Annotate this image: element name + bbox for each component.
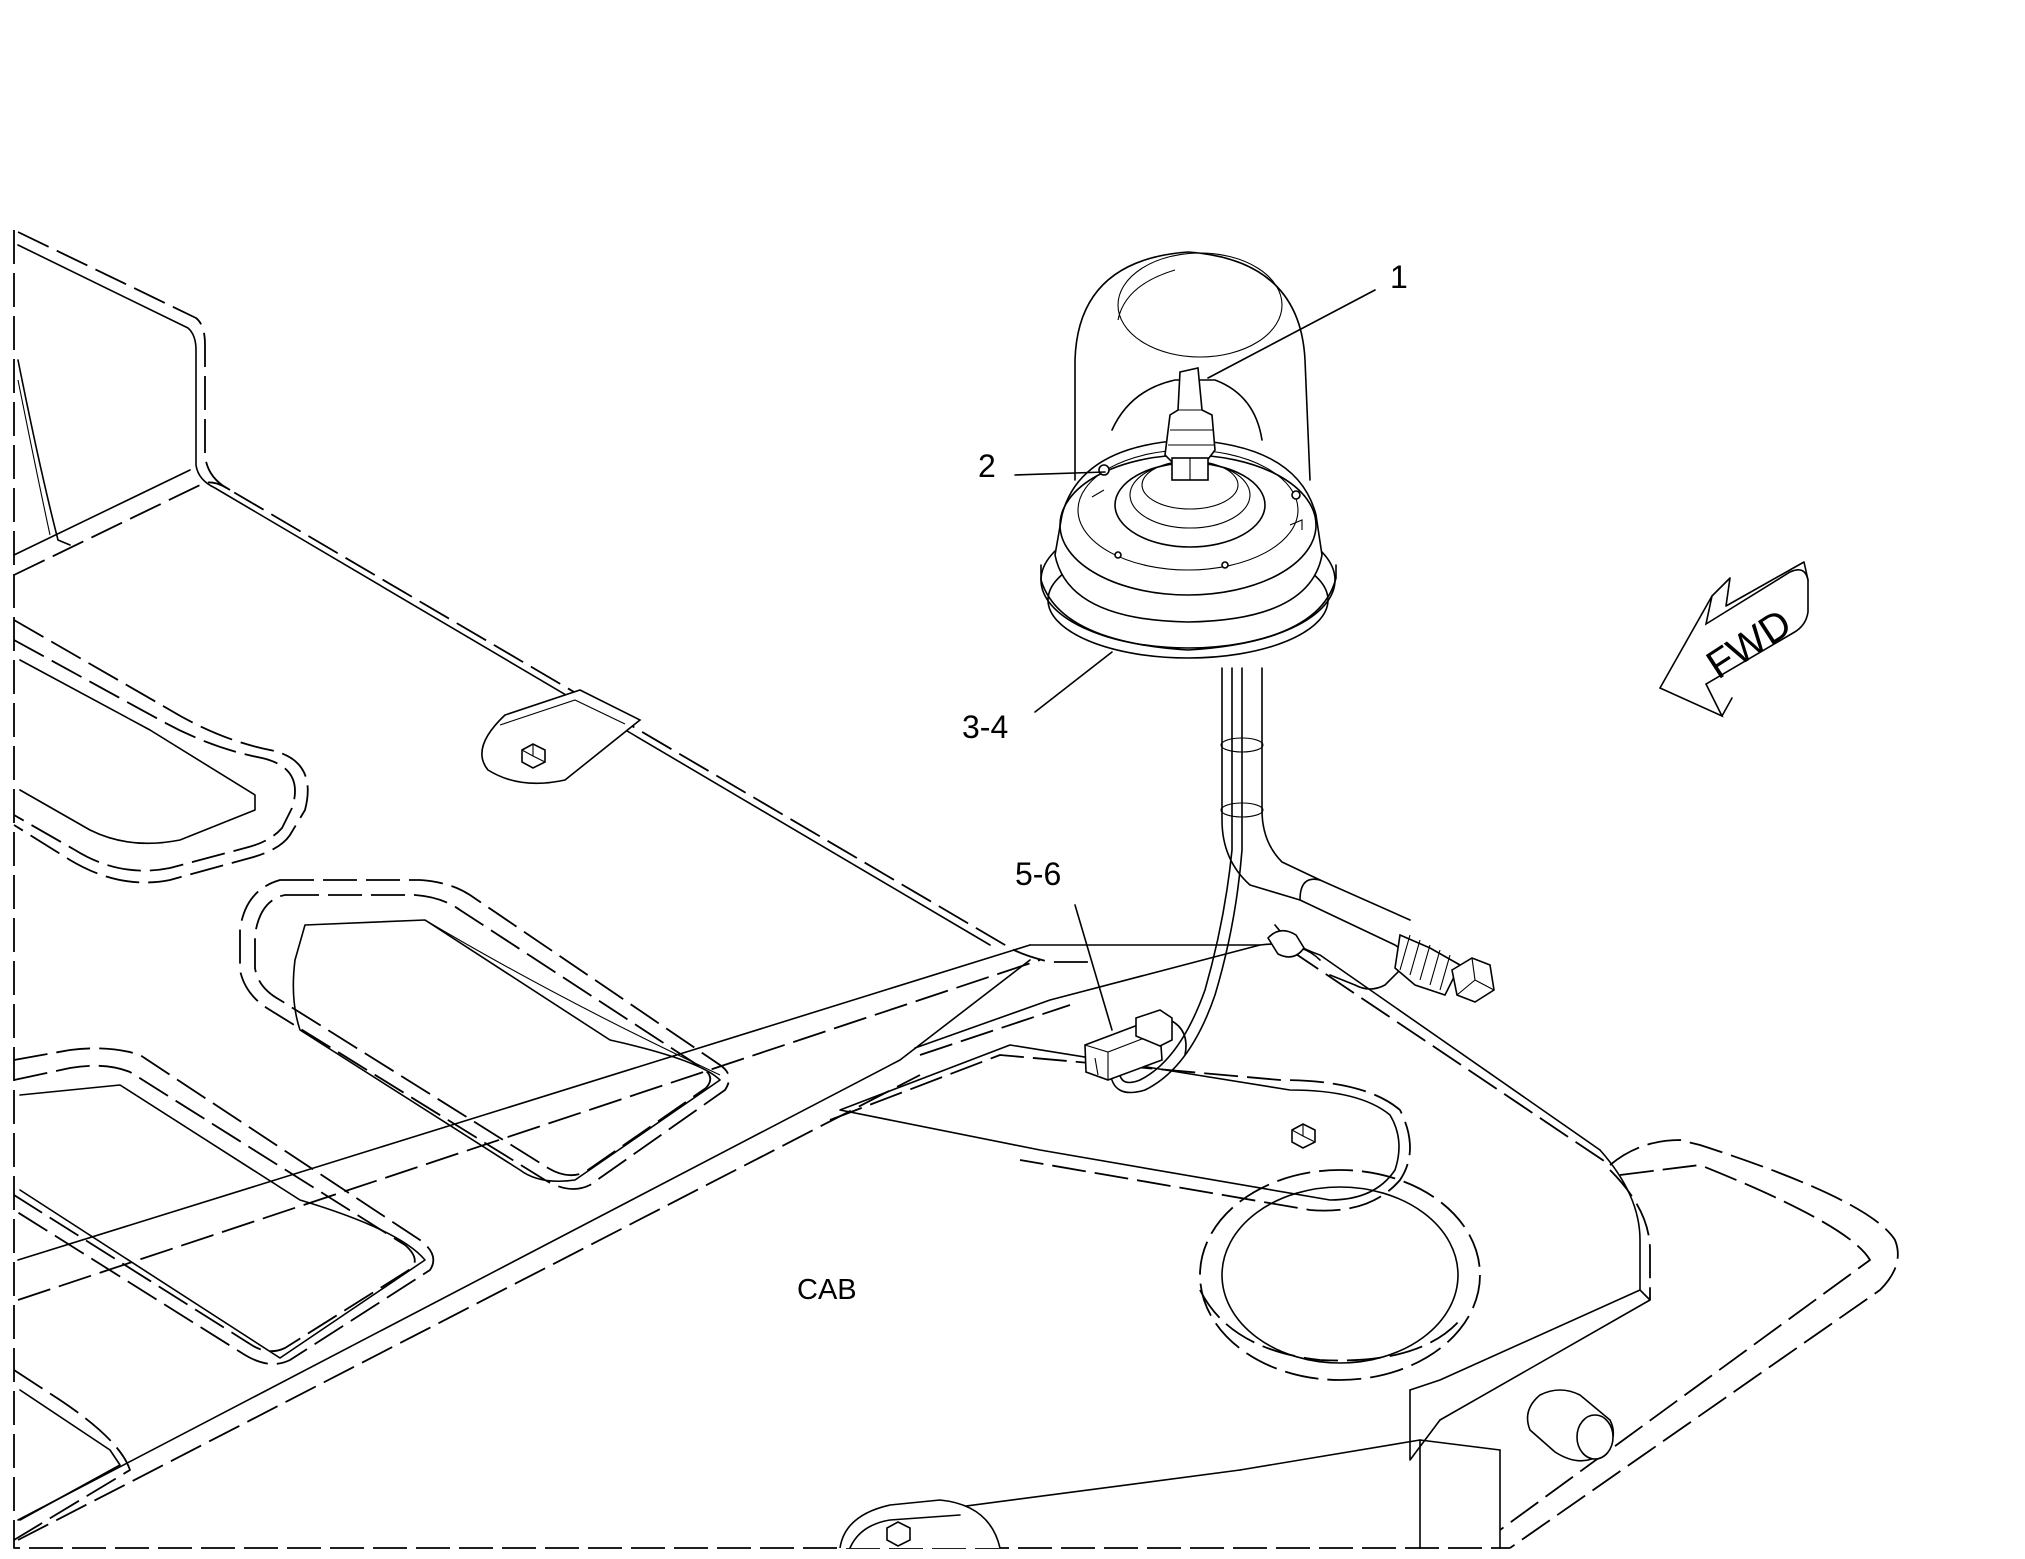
cab-roof-right bbox=[829, 924, 1899, 1549]
callout-2: 2 bbox=[978, 448, 996, 484]
leader-1 bbox=[1207, 289, 1376, 379]
wiring-harness bbox=[1109, 667, 1243, 1094]
roof-hatch-disc bbox=[1199, 1169, 1481, 1381]
callout-3-4: 3-4 bbox=[962, 709, 1008, 745]
callout-5-6: 5-6 bbox=[1015, 856, 1061, 892]
leader-2 bbox=[1014, 471, 1106, 476]
roof-vent-center bbox=[239, 879, 730, 1190]
leader-5-6 bbox=[1074, 904, 1113, 1031]
roof-vent-lower-left bbox=[13, 1047, 435, 1365]
callout-1: 1 bbox=[1390, 259, 1408, 295]
roof-vent-bottom-left bbox=[13, 1369, 131, 1541]
rotating-beacon bbox=[1040, 251, 1337, 659]
roof-vent-upper-left bbox=[13, 619, 309, 884]
beacon-mounting-bracket bbox=[1220, 667, 1495, 1003]
leader-3-4 bbox=[1034, 651, 1113, 713]
callout-leaders bbox=[1014, 289, 1376, 1031]
cab-label: CAB bbox=[797, 1274, 857, 1306]
cab-roof bbox=[13, 230, 1510, 1549]
harness-connector bbox=[1084, 1009, 1173, 1081]
forward-arrow-icon: FWD bbox=[1658, 561, 1809, 718]
